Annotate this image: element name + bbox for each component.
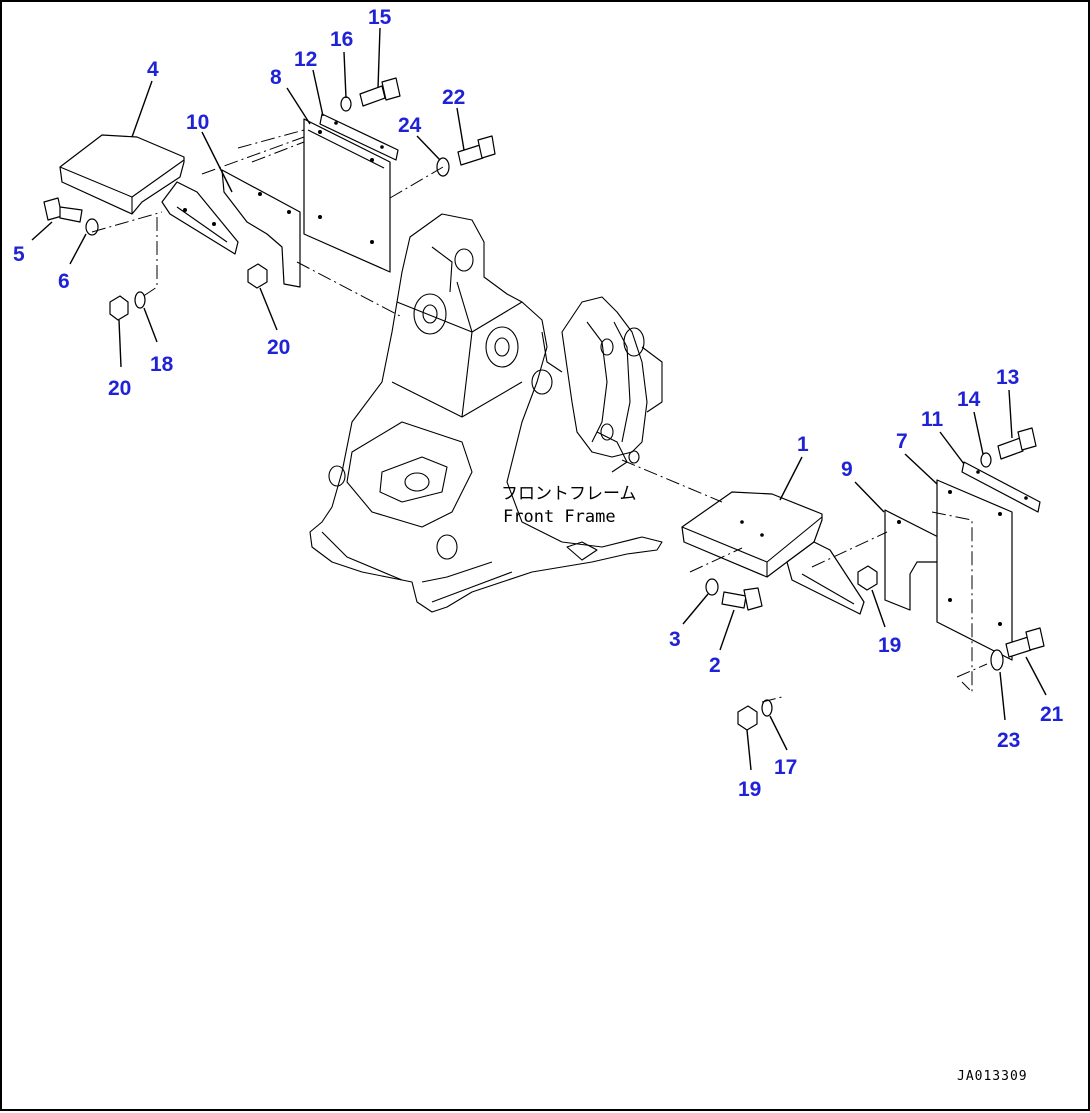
strip-part-12 (319, 113, 399, 161)
bracket-under-part-1 (786, 541, 865, 615)
fender-part-1 (681, 491, 823, 578)
callout-15: 15 (368, 6, 392, 29)
callout-3: 3 (669, 628, 681, 651)
callout-20-upper: 20 (267, 336, 290, 359)
bolt-part-22 (457, 135, 496, 166)
callout-11: 11 (921, 408, 944, 431)
washer-part-3 (705, 578, 719, 596)
callout-5: 5 (13, 243, 25, 266)
washer-part-6 (85, 218, 99, 236)
callout-1: 1 (797, 433, 809, 456)
drawing-code: JA013309 (957, 1069, 1028, 1084)
nut-part-19-lower (737, 705, 758, 731)
front-frame-drawing (309, 213, 663, 613)
callout-23: 23 (997, 729, 1020, 752)
washer-part-14 (980, 452, 992, 468)
strip-part-11 (961, 461, 1041, 513)
callout-20-left: 20 (108, 377, 131, 400)
bolt-part-21 (1005, 627, 1045, 658)
callout-18: 18 (150, 353, 174, 376)
callout-8: 8 (270, 66, 282, 89)
callout-12: 12 (294, 48, 317, 71)
bolt-part-15 (359, 77, 401, 107)
callout-22: 22 (442, 86, 465, 109)
callout-numbers: 4 10 8 12 16 15 22 24 5 6 18 20 20 1 9 7… (13, 6, 1064, 801)
bolt-part-13 (997, 427, 1037, 460)
plate-part-10 (221, 169, 301, 288)
callout-7: 7 (896, 430, 908, 453)
right-fender-assembly (621, 427, 1045, 731)
washer-part-17 (761, 699, 773, 717)
washer-part-16 (340, 96, 352, 112)
left-fender-assembly (43, 77, 496, 321)
leader-lines (31, 27, 1047, 771)
nut-part-19-upper (857, 565, 878, 591)
callout-24: 24 (398, 114, 422, 137)
bolt-part-2 (721, 587, 763, 611)
mudflap-part-8 (303, 118, 391, 273)
washer-part-18 (134, 291, 146, 309)
front-frame-label-english: Front Frame (503, 507, 616, 527)
callout-9: 9 (841, 458, 853, 481)
nut-part-20-left (109, 295, 129, 321)
callout-19-upper: 19 (878, 634, 901, 657)
callout-10: 10 (186, 111, 209, 134)
front-frame-label: フロントフレーム Front Frame (501, 484, 637, 527)
callout-14: 14 (957, 388, 981, 411)
fender-part-4 (59, 134, 185, 215)
callout-6: 6 (58, 270, 70, 293)
callout-4: 4 (147, 58, 159, 81)
callout-13: 13 (996, 366, 1019, 389)
callout-17: 17 (774, 756, 797, 779)
washer-part-23 (990, 649, 1004, 671)
callout-2: 2 (709, 654, 721, 677)
front-frame-label-japanese: フロントフレーム (501, 484, 637, 504)
callout-16: 16 (330, 28, 353, 51)
mudflap-part-7 (936, 479, 1013, 661)
nut-part-20-upper (247, 263, 268, 289)
bolt-part-5 (43, 197, 83, 223)
callout-21: 21 (1040, 703, 1064, 726)
callout-19-lower: 19 (738, 778, 761, 801)
